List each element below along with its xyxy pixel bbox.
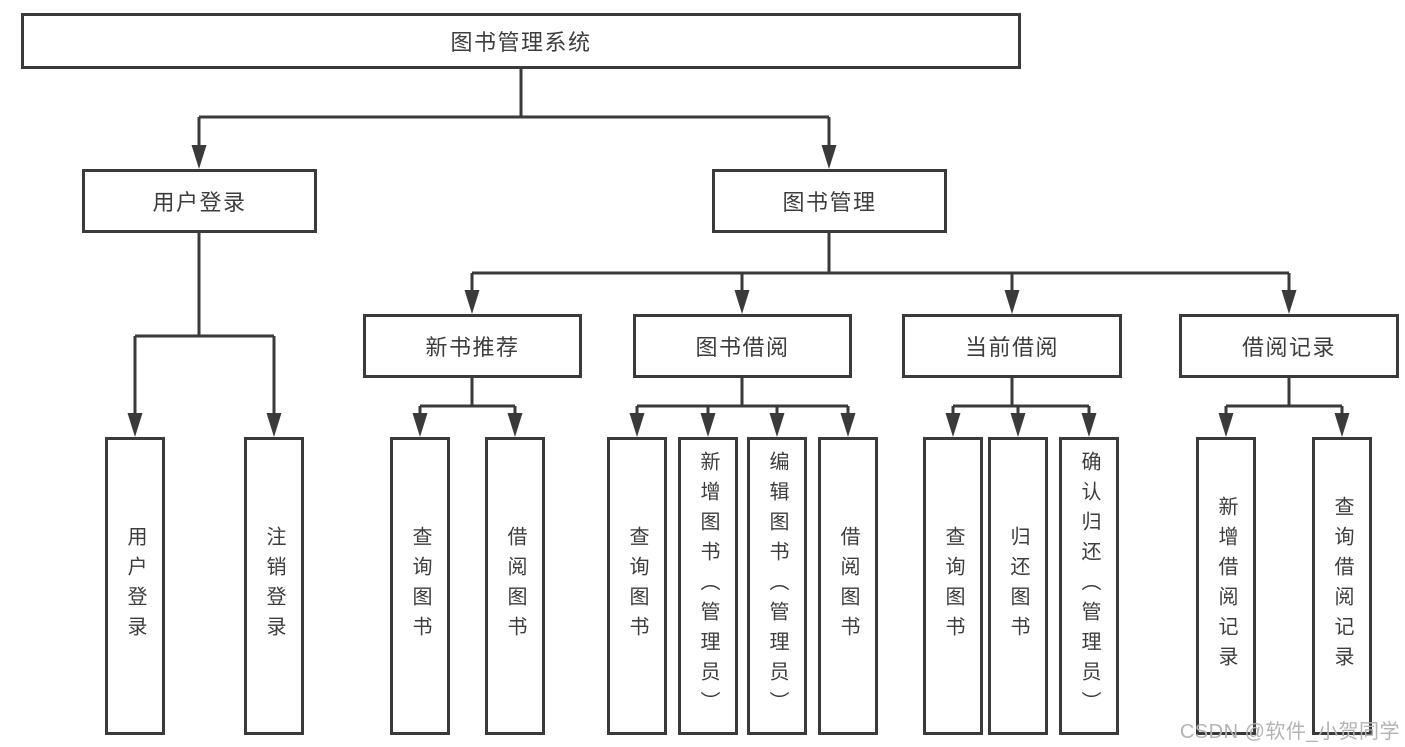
leaf-label: 注销登录 <box>263 526 285 646</box>
node-library-management-system: 图书管理系统 <box>21 13 1021 69</box>
leaf-newbooks-query-books: 查询图书 <box>390 437 450 735</box>
leaf-edit-books-admin: 编辑图书（管理员） <box>747 437 807 735</box>
leaf-label: 新增图书（管理员） <box>697 451 719 721</box>
edge-new-books-to-leaves <box>412 378 523 437</box>
leaf-label: 编辑图书（管理员） <box>766 451 788 721</box>
leaf-return-books: 归还图书 <box>988 437 1048 735</box>
leaf-newbooks-borrow-books: 借阅图书 <box>485 437 545 735</box>
edge-root-to-level2 <box>191 69 837 169</box>
node-book-management: 图书管理 <box>712 169 947 233</box>
leaf-label: 查询图书 <box>942 526 964 646</box>
leaf-label: 查询借阅记录 <box>1331 496 1353 676</box>
leaf-add-books-admin: 新增图书（管理员） <box>678 437 738 735</box>
leaf-label: 归还图书 <box>1007 526 1029 646</box>
leaf-label: 借阅图书 <box>504 526 526 646</box>
leaf-user-login: 用户登录 <box>105 437 165 735</box>
edge-book-mgmt-to-level3 <box>464 233 1297 314</box>
leaf-label: 查询图书 <box>626 526 648 646</box>
node-label: 图书管理系统 <box>450 30 592 55</box>
leaf-label: 确认归还（管理员） <box>1078 451 1100 721</box>
node-label: 用户登录 <box>152 190 247 215</box>
leaf-label: 用户登录 <box>124 526 146 646</box>
leaf-borrowing-query-books: 查询图书 <box>607 437 667 735</box>
leaf-confirm-return-admin: 确认归还（管理员） <box>1059 437 1119 735</box>
leaf-borrowing-borrow-books: 借阅图书 <box>818 437 878 735</box>
leaf-logout: 注销登录 <box>244 437 304 735</box>
node-label: 图书管理 <box>782 190 877 215</box>
node-label: 图书借阅 <box>695 335 790 360</box>
leaf-add-borrow-record: 新增借阅记录 <box>1196 437 1256 735</box>
edge-book-borrow-to-leaves <box>629 378 856 437</box>
edge-user-login-to-leaves <box>127 233 282 437</box>
edge-current-borrow-to-leaves <box>945 378 1097 437</box>
node-book-borrowing: 图书借阅 <box>633 314 852 378</box>
node-current-borrowing: 当前借阅 <box>902 314 1122 378</box>
leaf-label: 借阅图书 <box>837 526 859 646</box>
leaf-current-query-books: 查询图书 <box>923 437 983 735</box>
leaf-label: 查询图书 <box>409 526 431 646</box>
node-user-login: 用户登录 <box>82 169 317 233</box>
csdn-watermark: CSDN @软件_小贺同学 <box>1179 721 1400 743</box>
leaf-label: 新增借阅记录 <box>1215 496 1237 676</box>
node-label: 当前借阅 <box>964 335 1059 360</box>
edge-borrow-records-to-leaves <box>1218 378 1350 437</box>
node-label: 新书推荐 <box>425 335 520 360</box>
node-label: 借阅记录 <box>1241 335 1336 360</box>
node-borrowing-records: 借阅记录 <box>1179 314 1399 378</box>
node-new-book-recommend: 新书推荐 <box>363 314 582 378</box>
leaf-query-borrow-record: 查询借阅记录 <box>1312 437 1372 735</box>
